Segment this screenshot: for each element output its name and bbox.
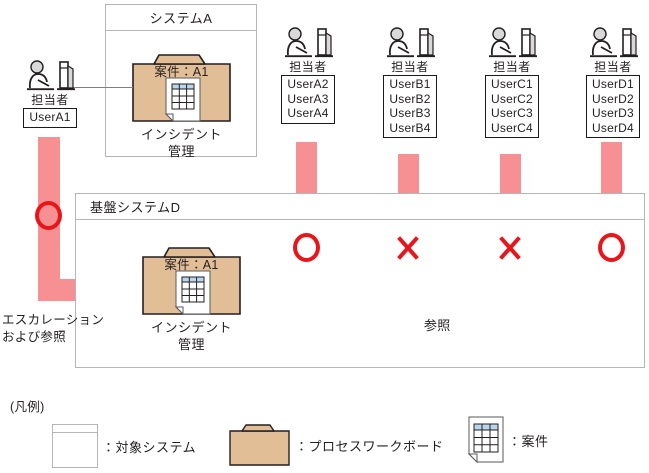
user-item: UserA4 [287, 106, 329, 120]
marker-cross-userb [394, 234, 422, 262]
user-item: UserC2 [491, 91, 533, 106]
person-at-terminal-icon [285, 27, 333, 58]
user-item: UserC3 [491, 106, 533, 120]
user-item: UserD4 [592, 120, 634, 135]
workboard-a: 案件：A1 インシデント 管理 [130, 52, 233, 159]
system-box-icon [52, 424, 98, 468]
user-item: UserD1 [592, 77, 634, 91]
person-at-terminal-icon [27, 60, 75, 91]
legend-item-process-workboard: ：プロセスワークボード [228, 423, 444, 467]
document-table-icon [468, 416, 504, 464]
user-item: UserB4 [389, 120, 431, 135]
actor-usera2-group: 担当者 UserA2 UserA3 UserA4 [270, 27, 346, 124]
legend-title: (凡例) [10, 400, 45, 414]
actor-usera1: 担当者 UserA1 [12, 60, 88, 128]
user-item: UserC4 [491, 120, 533, 135]
system-a-title: システムA [106, 5, 256, 31]
label-reference: 参照 [424, 318, 451, 333]
actor-userc-group: 担当者 UserC1 UserC2 UserC3 UserC4 [474, 27, 550, 138]
person-at-terminal-icon [590, 27, 638, 58]
label-escalation: エスカレーション および参照 [2, 312, 104, 346]
marker-circle-usera2 [293, 233, 320, 262]
workboard-d-caption-line1: インシデント [150, 320, 233, 335]
legend-item-process-workboard-label: ：プロセスワークボード [295, 438, 444, 454]
workboard-a-caption: インシデント 管理 [141, 126, 222, 160]
marker-circle-usera1 [35, 201, 62, 230]
marker-circle-userd [598, 233, 625, 262]
user-item: UserA3 [287, 91, 329, 106]
workboard-d-title: 案件：A1 [164, 258, 219, 272]
actor-userb-userlist: UserB1 UserB2 UserB3 UserB4 [383, 75, 437, 138]
marker-cross-userc [496, 234, 524, 262]
user-item: UserD2 [592, 91, 634, 106]
user-item: UserB1 [389, 77, 431, 91]
legend-item-case: ：案件 [468, 416, 549, 464]
workboard-d-caption: インシデント 管理 [151, 319, 232, 353]
actor-usera2-role: 担当者 [289, 60, 327, 74]
workboard-a-title: 案件：A1 [154, 65, 209, 79]
connector-usera1-to-system-a [67, 87, 133, 88]
actor-userb-group: 担当者 UserB1 UserB2 UserB3 UserB4 [372, 27, 448, 138]
user-item: UserC1 [491, 77, 533, 91]
workboard-d-caption-line2: 管理 [177, 337, 206, 352]
user-item: UserB3 [389, 106, 431, 120]
base-system-d-title: 基盤システムD [76, 194, 644, 220]
label-escalation-line1: エスカレーション [2, 313, 105, 327]
actor-userb-role: 担当者 [391, 60, 429, 74]
workboard-a-caption-line1: インシデント [140, 127, 223, 142]
workboard-d: 案件：A1 インシデント 管理 [140, 245, 243, 352]
actor-userd-userlist: UserD1 UserD2 UserD3 UserD4 [586, 75, 640, 138]
legend-item-case-label: ：案件 [508, 433, 549, 449]
legend-item-target-system-label: ：対象システム [102, 439, 197, 455]
folder-icon [229, 424, 290, 466]
actor-userd-role: 担当者 [594, 60, 632, 74]
document-table-icon [175, 270, 211, 315]
person-at-terminal-icon [387, 27, 435, 58]
label-escalation-line2: および参照 [2, 330, 67, 344]
legend-item-target-system: ：対象システム [52, 424, 196, 468]
actor-userc-userlist: UserC1 UserC2 UserC3 UserC4 [485, 75, 539, 138]
person-at-terminal-icon [489, 27, 537, 58]
user-item: UserB2 [389, 91, 431, 106]
actor-userd-group: 担当者 UserD1 UserD2 UserD3 UserD4 [575, 27, 649, 138]
workboard-a-caption-line2: 管理 [167, 144, 196, 159]
document-table-icon [165, 77, 201, 122]
actor-usera1-userlist: UserA1 [23, 108, 77, 128]
actor-usera1-role: 担当者 [31, 93, 69, 107]
user-item: UserA2 [287, 77, 329, 91]
actor-userc-role: 担当者 [493, 60, 531, 74]
user-item: UserA1 [29, 110, 71, 124]
user-item: UserD3 [592, 106, 634, 120]
actor-usera2-userlist: UserA2 UserA3 UserA4 [281, 75, 335, 124]
